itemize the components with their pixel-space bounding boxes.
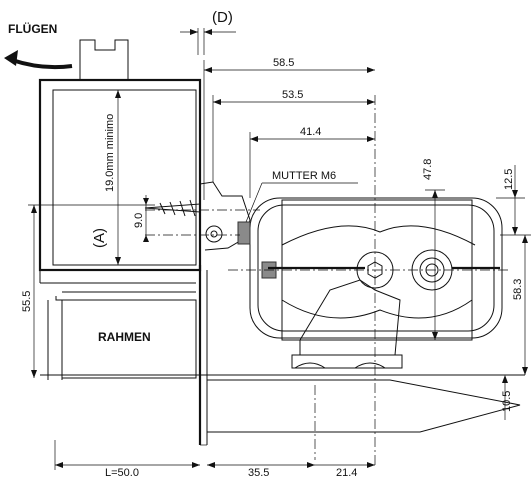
dim-21-4-label: 21.4: [336, 467, 357, 479]
dim-47-8: 47.8: [422, 159, 445, 340]
mark-a-label: (A): [91, 228, 108, 248]
rotate-arrow-icon: [4, 50, 73, 70]
dim-58-3: 58.3: [500, 234, 531, 375]
dim-12-5-label: 12.5: [503, 169, 515, 190]
dim-gap-d: (D): [180, 9, 236, 55]
gearbox-housing: [249, 197, 503, 369]
dim-19-minimum: 19.0mm minimo: [104, 90, 121, 265]
nut-callout: MUTTER M6: [245, 170, 358, 223]
dim-12-5: 12.5: [496, 165, 525, 235]
dim-58-5-label: 58.5: [273, 57, 294, 69]
dim-9-0-label: 9.0: [133, 213, 145, 228]
gap-d-label: (D): [212, 9, 233, 26]
dim-l50-label: L=50.0: [105, 467, 139, 479]
dim-9-0: 9.0: [133, 195, 149, 242]
mutter-label: MUTTER M6: [272, 170, 336, 182]
dim-41-4: 41.4: [249, 126, 375, 198]
dim-35-5-label: 35.5: [248, 467, 269, 479]
dim-bottom-row: L=50.0 35.5 21.4: [54, 440, 375, 479]
frame-profile: [47, 265, 208, 446]
dim-53-5: 53.5: [212, 89, 375, 182]
screw-bracket: [144, 181, 251, 251]
dim-53-5-label: 53.5: [282, 89, 303, 101]
dim-47-8-label: 47.8: [422, 159, 434, 180]
minimum-label: 19.0mm minimo: [104, 114, 116, 192]
mounting-plate: [40, 374, 525, 433]
sash-profile: [38, 39, 202, 284]
dim-55-5: 55.5: [21, 204, 155, 378]
rahmen-label: RAHMEN: [98, 330, 151, 344]
fluegel-label: FLÜGEN: [8, 21, 57, 36]
dim-41-4-label: 41.4: [300, 126, 321, 138]
dim-58-5: 58.5: [203, 57, 375, 200]
dim-10-5-label: 10.5: [501, 391, 513, 412]
dim-10-5: 10.5: [501, 375, 513, 420]
dim-55-5-label: 55.5: [21, 291, 33, 312]
dim-58-3-label: 58.3: [512, 279, 524, 300]
